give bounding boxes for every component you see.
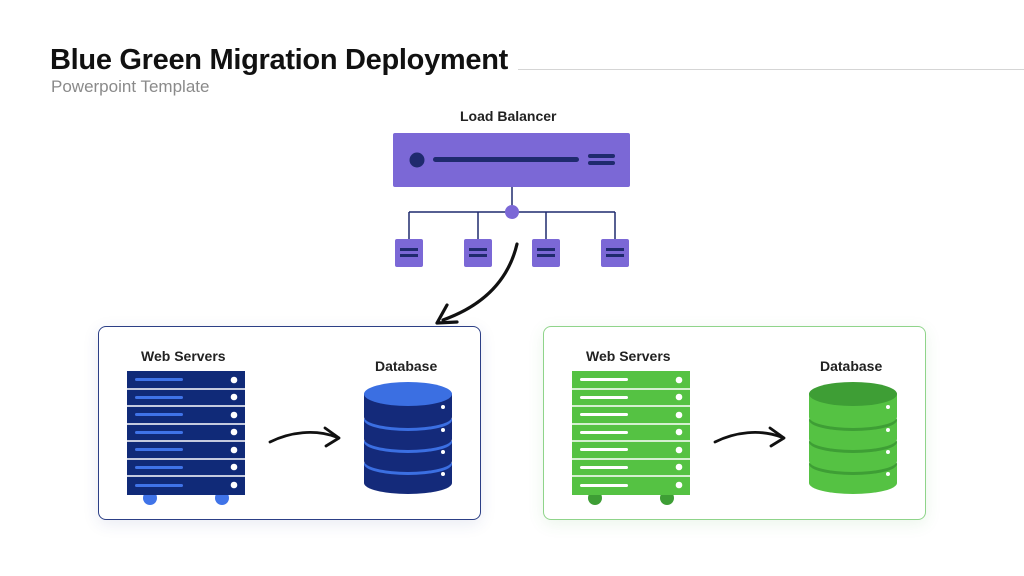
load-balancer-label: Load Balancer: [460, 108, 557, 124]
page-title: Blue Green Migration Deployment: [50, 44, 508, 76]
green-database-icon: [809, 382, 897, 494]
blue-database-icon: [364, 382, 452, 494]
traffic-arrow-icon: [435, 242, 519, 325]
green-web-server-rack-icon: [572, 371, 690, 505]
blue-database-label: Database: [375, 358, 438, 374]
title-divider: [518, 69, 1024, 70]
green-web-servers-label: Web Servers: [586, 348, 671, 364]
node-icon-2: [464, 239, 492, 267]
node-icon-1: [395, 239, 423, 267]
green-database-label: Database: [820, 358, 883, 374]
node-icon-3: [532, 239, 560, 267]
page-subtitle: Powerpoint Template: [51, 77, 210, 96]
node-icon-4: [601, 239, 629, 267]
green-flow-arrow-icon: [713, 426, 786, 448]
blue-flow-arrow-icon: [268, 426, 341, 448]
load-balancer-icon: [393, 133, 630, 187]
connector-hub-dot: [505, 205, 519, 219]
blue-web-server-rack-icon: [127, 371, 245, 505]
blue-web-servers-label: Web Servers: [141, 348, 226, 364]
